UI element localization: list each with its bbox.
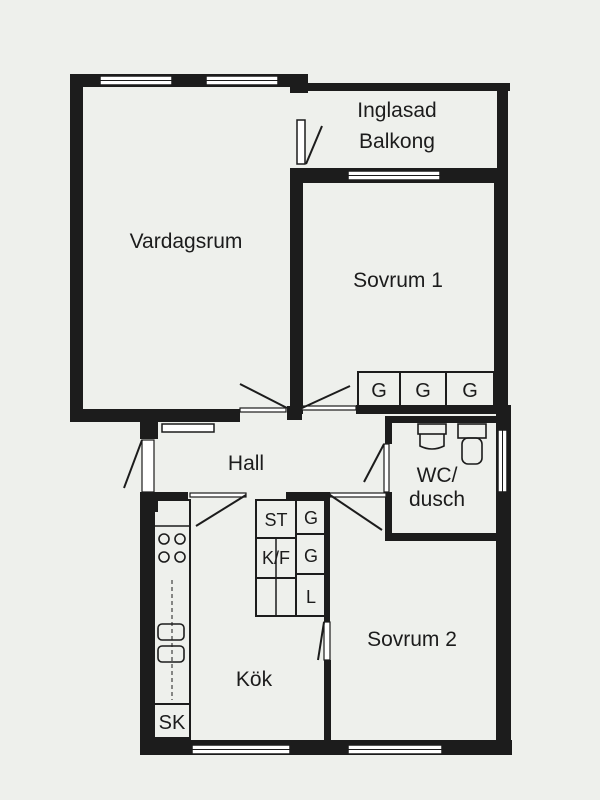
wall-balcony-top bbox=[292, 83, 510, 91]
toilet-icon bbox=[417, 423, 447, 450]
label-hall: Hall bbox=[228, 452, 264, 475]
window-kitchen bbox=[191, 744, 291, 755]
label-kok: Kök bbox=[236, 668, 273, 691]
wall-left-upper bbox=[70, 74, 83, 422]
walls bbox=[70, 74, 512, 755]
wardrobe-label-3: G bbox=[462, 380, 478, 402]
door-bedroom1 bbox=[301, 385, 357, 411]
wall-kitchen-top bbox=[154, 492, 188, 499]
wall-wc-bottom bbox=[385, 533, 507, 541]
door-wc bbox=[363, 443, 390, 493]
wall-wc-top bbox=[385, 416, 507, 423]
wall-kitchen-bedroom2-bottom bbox=[324, 660, 331, 750]
window-wc bbox=[497, 429, 508, 493]
door-kitchen bbox=[189, 492, 247, 527]
label-sovrum1: Sovrum 1 bbox=[353, 269, 443, 292]
door-hall-closet bbox=[317, 621, 331, 661]
hall-wardrobe: G G G bbox=[357, 371, 495, 407]
wall-kitchen-top-mid bbox=[286, 492, 326, 499]
wall-wc-left-lower bbox=[385, 492, 392, 540]
label-wc-line1: WC/ bbox=[417, 464, 458, 487]
wardrobe-cell-3 bbox=[445, 371, 495, 407]
wall-living-bedroom1 bbox=[290, 168, 303, 414]
wall-left-lower bbox=[140, 492, 154, 754]
label-kf: K/F bbox=[262, 548, 290, 568]
windows bbox=[99, 75, 508, 755]
label-g-lower: G bbox=[304, 546, 318, 566]
door-bedroom2 bbox=[329, 492, 387, 531]
doors bbox=[123, 119, 390, 661]
door-entrance bbox=[123, 439, 155, 493]
kitchen-storage: ST K/F G G L bbox=[255, 499, 327, 617]
door-living bbox=[239, 383, 288, 413]
room-labels: Vardagsrum Inglasad Balkong Sovrum 1 Hal… bbox=[130, 99, 465, 691]
window-bedroom1 bbox=[347, 170, 441, 181]
label-vardagsrum: Vardagsrum bbox=[130, 230, 243, 253]
sink-icon bbox=[157, 623, 185, 663]
label-st: ST bbox=[264, 510, 287, 530]
wall-balcony-right bbox=[497, 83, 508, 178]
wall-living-top-right bbox=[290, 83, 308, 93]
wardrobe-label-2: G bbox=[415, 380, 431, 402]
label-sk: SK bbox=[159, 712, 186, 734]
label-l: L bbox=[306, 587, 316, 607]
door-balcony bbox=[296, 119, 323, 165]
label-wc-line2: dusch bbox=[409, 488, 465, 511]
wall-bedroom1-bottom bbox=[356, 405, 506, 414]
wall-hall-left-top bbox=[140, 409, 158, 439]
wc-fixtures bbox=[417, 423, 487, 465]
window-living-1 bbox=[99, 75, 173, 86]
window-living-2 bbox=[205, 75, 279, 86]
label-sovrum2: Sovrum 2 bbox=[367, 628, 457, 651]
label-balkong-line1: Inglasad bbox=[357, 99, 436, 122]
window-living-low bbox=[161, 423, 215, 433]
label-balkong-line2: Balkong bbox=[359, 130, 435, 153]
window-bedroom2 bbox=[347, 744, 443, 755]
label-g-upper: G bbox=[304, 508, 318, 528]
storage-l bbox=[295, 573, 327, 617]
wardrobe-label-1: G bbox=[371, 380, 387, 402]
wall-hall-post bbox=[287, 406, 302, 420]
wall-wc-left bbox=[385, 416, 392, 444]
sk-cabinet bbox=[153, 703, 191, 739]
wall-right-upper bbox=[494, 168, 508, 408]
kitchen-counter: SK bbox=[153, 499, 191, 741]
stove-icon bbox=[158, 533, 186, 563]
basin-icon bbox=[457, 423, 487, 465]
